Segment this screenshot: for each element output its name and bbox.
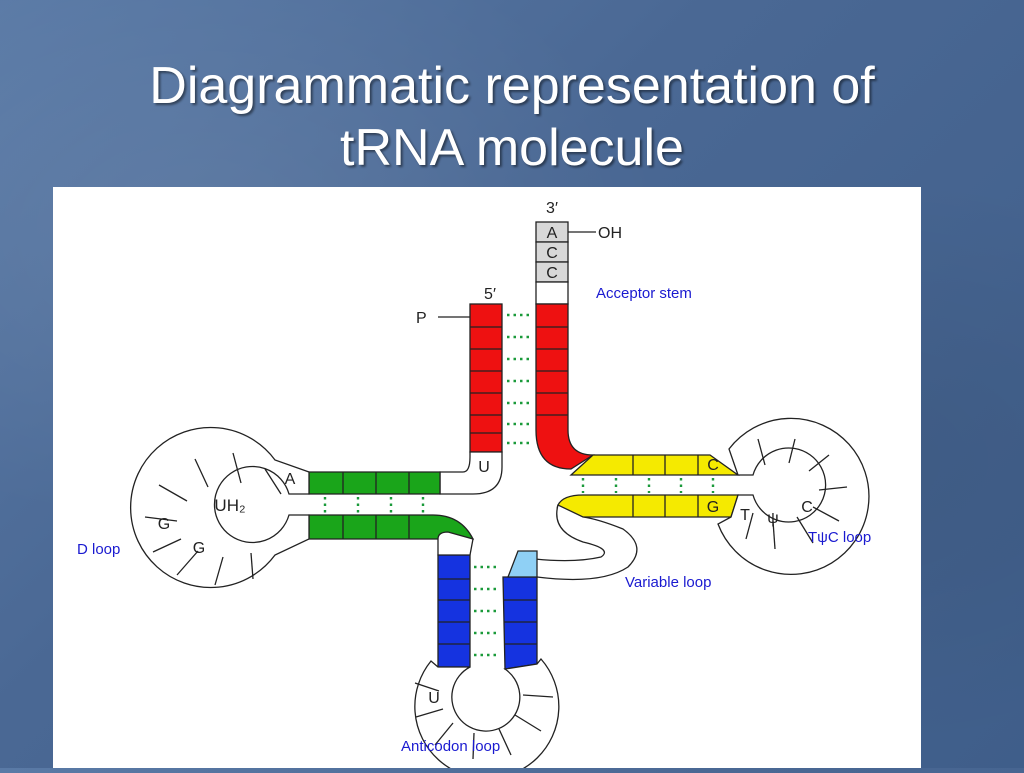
acceptor-base-a: A [547,225,558,242]
acceptor-unpaired-box [535,281,569,305]
anticodon-loop-ring [414,657,560,773]
anticodon-left-junction [437,531,474,556]
trna-figure: 3′ 5′ OH P A C C A G G UH₂ U C G T ψ C U… [53,187,921,773]
anticodon-loop-divider [434,722,454,746]
anticodon-loop-divider [498,728,512,756]
tpsic-loop-divider [818,486,848,491]
tpsic-base-c-top: C [707,457,719,474]
phosphate-label: P [416,310,427,327]
d-arm-top-strand [308,471,441,495]
slide-title: Diagrammatic representation of tRNA mole… [0,55,1024,179]
acceptor-base-c1: C [546,245,558,262]
anticodon-loop-divider [415,708,444,718]
anticodon-light-base [507,550,538,578]
acceptor-stem-label: Acceptor stem [596,285,692,302]
d-loop-divider [214,556,224,586]
d-loop-divider [232,452,242,484]
d-loop-base-g1: G [158,516,170,533]
title-line-2: tRNA molecule [340,119,684,177]
d-loop-label: D loop [77,541,120,558]
trna-diagram: 3′ 5′ OH P A C C A G G UH₂ U C G T ψ C U… [77,200,871,773]
anticodon-loop-divider [514,714,542,732]
anticodon-loop-divider [414,682,440,692]
stem-u-base: U [478,459,490,476]
anticodon-loop-label: Anticodon loop [401,738,500,755]
acceptor-base-c2: C [546,265,558,282]
end-3prime-label: 3′ [546,200,558,217]
anticodon-base-u: U [428,690,440,707]
tpsic-base-g: G [707,499,719,516]
tpsic-loop-divider [745,512,754,540]
d-loop-base-g2: G [193,540,205,557]
d-loop-ring [129,426,310,589]
tpsic-loop-divider [772,520,776,550]
tpsic-base-t: T [740,507,750,524]
d-loop-divider [152,538,182,553]
acceptor-3prime-strand [535,303,596,470]
d-loop-divider [264,468,282,495]
stem-u-junction [439,451,503,495]
acceptor-5prime-strand [469,303,503,453]
base-pairing-dots [323,313,715,657]
d-loop-divider [194,458,209,488]
hydroxyl-label: OH [598,225,622,242]
anticodon-right-strand [502,576,538,670]
d-loop-base-a: A [285,471,296,488]
d-loop-divider [250,552,254,580]
d-loop-divider [158,484,188,502]
d-loop-uh2: UH₂ [214,496,245,515]
tpsic-loop-divider [812,506,840,522]
tpsic-base-psi: ψ [767,510,778,527]
tpsic-loop-ring [717,417,870,576]
variable-loop-label: Variable loop [625,574,711,591]
d-loop-divider [176,550,199,576]
tpsic-base-c: C [801,499,813,516]
end-5prime-label: 5′ [484,286,496,303]
d-loop-divider [144,516,178,522]
anticodon-loop-divider [522,694,554,698]
tpsic-loop-label: TψC loop [808,529,871,546]
anticodon-left-strand [437,554,471,668]
title-line-1: Diagrammatic representation of [149,57,875,115]
tpsic-loop-divider [757,438,766,466]
tpsic-loop-divider [808,454,830,472]
tpsic-loop-divider [796,516,814,544]
anticodon-loop-divider [472,732,475,760]
tpsic-loop-divider [788,438,796,464]
